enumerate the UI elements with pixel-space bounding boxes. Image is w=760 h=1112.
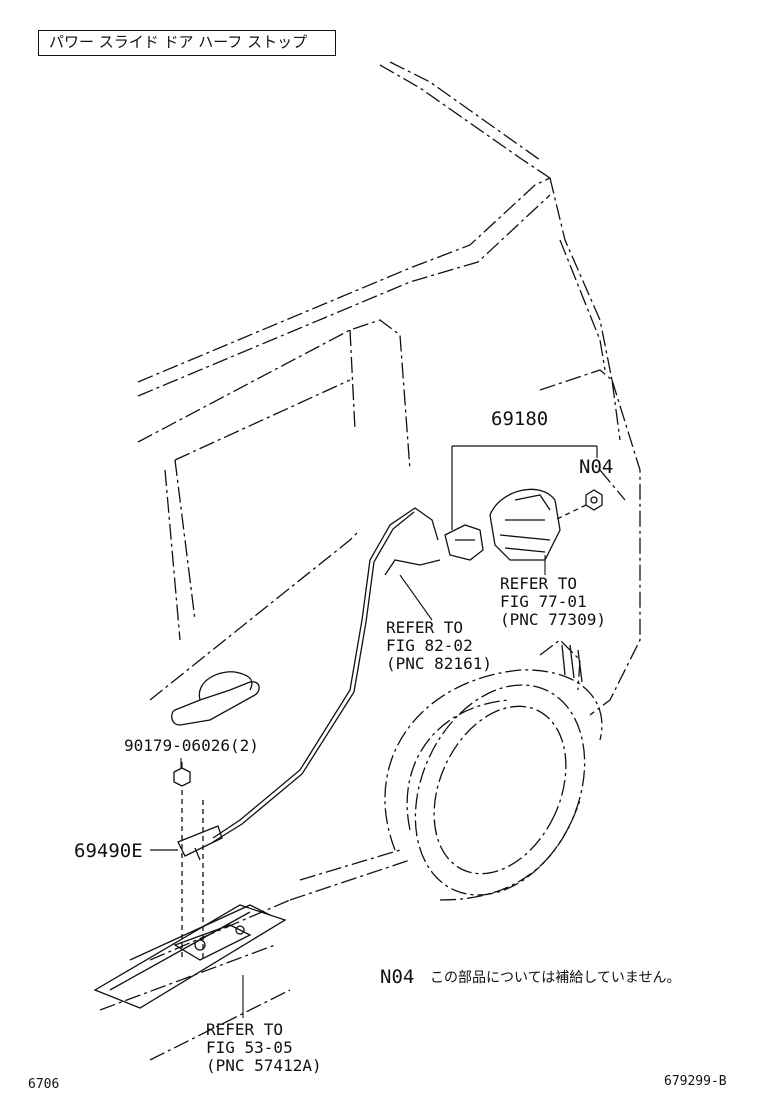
page-number: 6706 [28, 1077, 60, 1092]
ref-fig82-line3: (PNC 82161) [386, 654, 492, 673]
note-text: この部品については補給していません。 [430, 970, 681, 986]
ref-leaders [181, 555, 546, 1018]
part-number-90179[interactable]: 90179-06026(2) [124, 736, 259, 755]
ref-fig77-line1: REFER TO [500, 574, 578, 593]
fuel-lid-slots [561, 644, 583, 683]
ref-fig82-line1: REFER TO [386, 618, 464, 637]
lock-assembly [444, 488, 561, 561]
wheel [384, 669, 603, 901]
bracket-69490e [177, 825, 223, 861]
ref-fig82-line2: FIG 82-02 [386, 636, 473, 655]
drawing-number: 679299-B [664, 1074, 727, 1089]
rear-pillar [539, 369, 641, 716]
n04-nut [585, 489, 603, 511]
note-code: N04 [380, 966, 415, 988]
floor-member [93, 904, 287, 1009]
part-number-69490e[interactable]: 69490E [74, 840, 143, 862]
diagram-title: パワー スライド ドア ハーフ ストップ [38, 30, 336, 56]
ref-fig53-line1: REFER TO [206, 1020, 284, 1039]
ref-fig82[interactable]: REFER TO FIG 82-02 (PNC 82161) [386, 620, 492, 672]
ref-fig77-line2: FIG 77-01 [500, 592, 587, 611]
ref-fig53-line2: FIG 53-05 [206, 1038, 293, 1057]
release-cable [212, 507, 441, 843]
nut-90179 [173, 767, 191, 787]
leader-69180 [451, 445, 598, 530]
floor-lower [99, 944, 291, 1061]
fuel-lid-area [539, 639, 581, 691]
nut-vertical-dash [181, 790, 204, 960]
lower-body [149, 849, 411, 961]
n04-to-assembly-dash [554, 504, 587, 521]
door-handle [171, 671, 260, 726]
ref-fig53-line3: (PNC 57412A) [206, 1056, 322, 1075]
part-number-n04[interactable]: N04 [579, 456, 614, 478]
ref-fig53[interactable]: REFER TO FIG 53-05 (PNC 57412A) [206, 1022, 322, 1074]
ref-fig77[interactable]: REFER TO FIG 77-01 (PNC 77309) [500, 576, 606, 628]
ref-fig77-line3: (PNC 77309) [500, 610, 606, 629]
roof-outline [137, 61, 613, 701]
part-number-69180[interactable]: 69180 [491, 408, 549, 430]
